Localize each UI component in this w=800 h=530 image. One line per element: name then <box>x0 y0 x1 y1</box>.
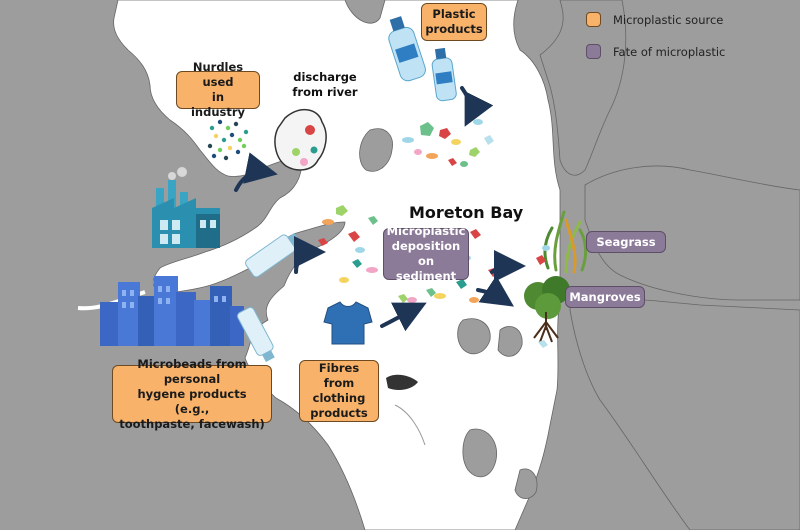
city-skyline-icon <box>100 276 244 346</box>
toothpaste-tube-icon <box>237 232 301 363</box>
bribie-island <box>539 0 627 176</box>
microplastic-fragments <box>318 119 550 348</box>
fate-mangroves: Mangroves <box>565 286 645 308</box>
fate-seagrass: Seagrass <box>586 231 666 253</box>
source-microbeads: Microbeads from personal hygene products… <box>112 357 272 431</box>
arrow-factory-to-discharge <box>234 152 278 192</box>
legend-item-fate: Fate of microplastic <box>586 44 725 59</box>
legend-swatch-source <box>586 12 601 27</box>
mud-flat <box>386 374 418 390</box>
arrow-to-mangroves <box>476 275 514 307</box>
seagrass-icon <box>543 210 588 274</box>
bay-title: Moreton Bay <box>409 203 524 222</box>
legend-label-fate: Fate of microplastic <box>613 44 726 59</box>
source-nurdles: Nurdles used in industry <box>176 60 260 119</box>
legend-label-source: Microplastic source <box>613 12 724 27</box>
flow-arrows <box>234 86 526 332</box>
arrow-river-to-bay <box>293 236 326 274</box>
island-b <box>457 318 491 355</box>
source-fibres: Fibres from clothing products <box>299 360 379 422</box>
island-d <box>462 428 498 478</box>
island-a <box>359 128 393 172</box>
island-e <box>514 468 538 499</box>
arrow-to-seagrass <box>490 250 526 283</box>
arrow-fibres-to-bay <box>380 302 427 332</box>
mangrove-tree-icon <box>524 276 570 343</box>
factory-icon <box>152 167 220 248</box>
moreton-island <box>584 165 800 301</box>
t-shirt-icon <box>323 301 373 345</box>
plastic-bottles-icon <box>388 16 457 102</box>
nurdle-pellets-icon <box>207 119 249 161</box>
discharge-label: discharge from river <box>292 70 358 99</box>
legend-swatch-fate <box>586 44 601 59</box>
island-c <box>497 326 523 357</box>
fate-deposition: Microplastic deposition on sediment <box>383 224 469 283</box>
source-plastic-products: Plastic products <box>421 3 487 41</box>
arrow-bottles-down <box>460 86 494 127</box>
legend-item-source: Microplastic source <box>586 12 723 27</box>
